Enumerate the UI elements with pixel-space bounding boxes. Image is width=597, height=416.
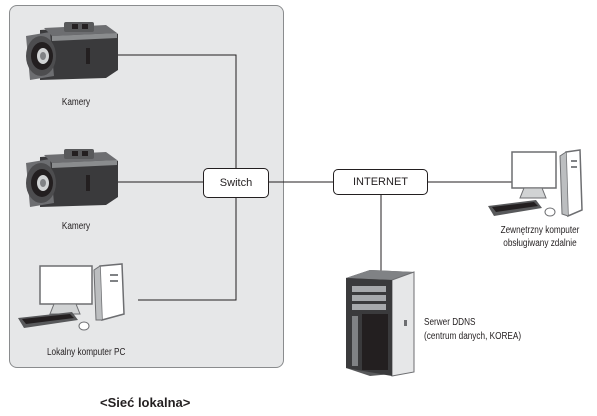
desktop-pc-icon [18,263,125,331]
remote-pc-label-line2: obsługiwany zdalnie [503,238,577,249]
diagram-caption: <Sieć lokalna> [100,395,191,410]
camera2-label: Kamery [61,221,91,232]
ddns-label-line2: (centrum danych, KOREA) [424,331,522,342]
internet-label: INTERNET [353,176,408,188]
local-pc-label: Lokalny komputer PC [47,347,126,358]
pc-link [138,197,237,301]
camera1-link [115,54,237,169]
camera-icon [26,22,118,80]
camera-icon [26,149,118,207]
desktop-pc-icon [488,149,583,218]
camera1-label: Kamery [61,97,91,108]
remote-pc-label-line1: Zewnętrzny komputer [500,225,580,236]
switch-label: Switch [219,177,253,189]
switch-box: Switch [203,168,269,198]
ddns-label-line1: Serwer DDNS [424,317,476,328]
server-tower-icon [346,270,415,377]
internet-box: INTERNET [333,169,428,195]
